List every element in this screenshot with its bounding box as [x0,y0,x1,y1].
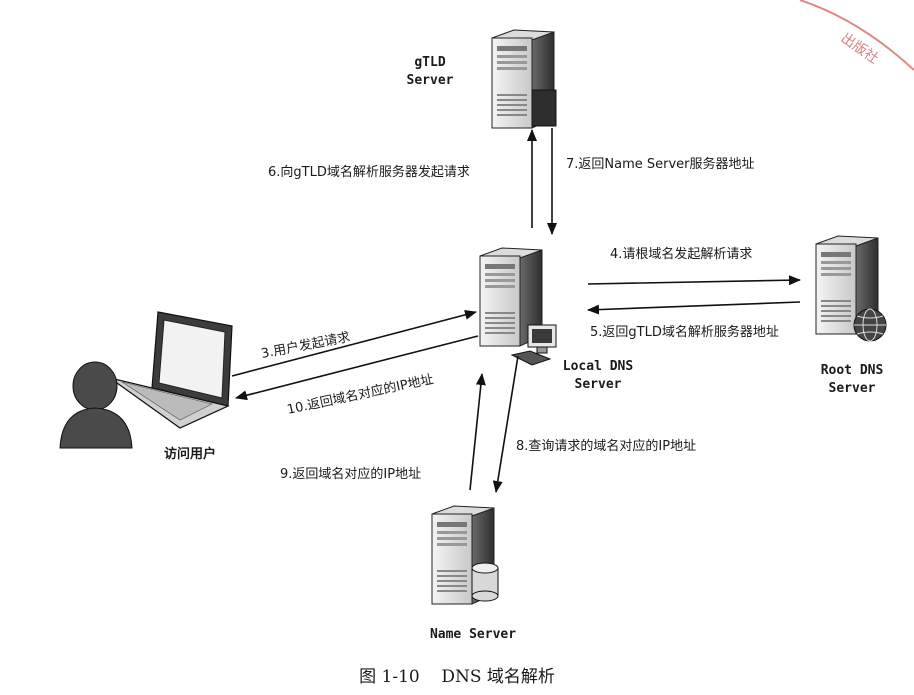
local-dns-label-line2: Server [575,377,622,392]
local-dns-label-line1: Local DNS [563,359,634,374]
user-label: 访问用户 [164,446,216,462]
gtld-server-icon [491,29,557,129]
laptop-icon [109,311,233,429]
step7-label: 7.返回Name Server服务器地址 [566,156,755,172]
step9-label: 9.返回域名对应的IP地址 [280,466,421,482]
root-dns-label-line1: Root DNS [821,363,884,378]
workstation-icon [510,324,557,366]
gtld-label-line2: Server [407,73,454,88]
arrow-step5 [587,301,801,315]
arrow-step9 [469,373,486,491]
gtld-label-line1: gTLD [414,55,445,70]
step4-label: 4.请根域名发起解析请求 [610,246,752,262]
publisher-stamp: 出版社 [799,0,914,71]
figure-caption: 图 1-10 DNS 域名解析 [359,667,555,687]
step6-label: 6.向gTLD域名解析服务器发起请求 [268,164,470,180]
name-server-label: Name Server [430,627,516,642]
arrow-step8 [492,355,519,493]
root-dns-label-line2: Server [829,381,876,396]
arrow-step4 [587,275,801,286]
user-icon [59,361,133,449]
arrow-step10 [235,335,479,401]
stamp-text: 出版社 [838,30,882,67]
step8-label: 8.查询请求的域名对应的IP地址 [516,438,696,454]
database-icon [471,562,499,602]
globe-icon [853,308,887,342]
arrow-step3 [231,309,477,377]
step10-label: 10.返回域名对应的IP地址 [286,371,435,418]
step5-label: 5.返回gTLD域名解析服务器地址 [590,324,779,340]
